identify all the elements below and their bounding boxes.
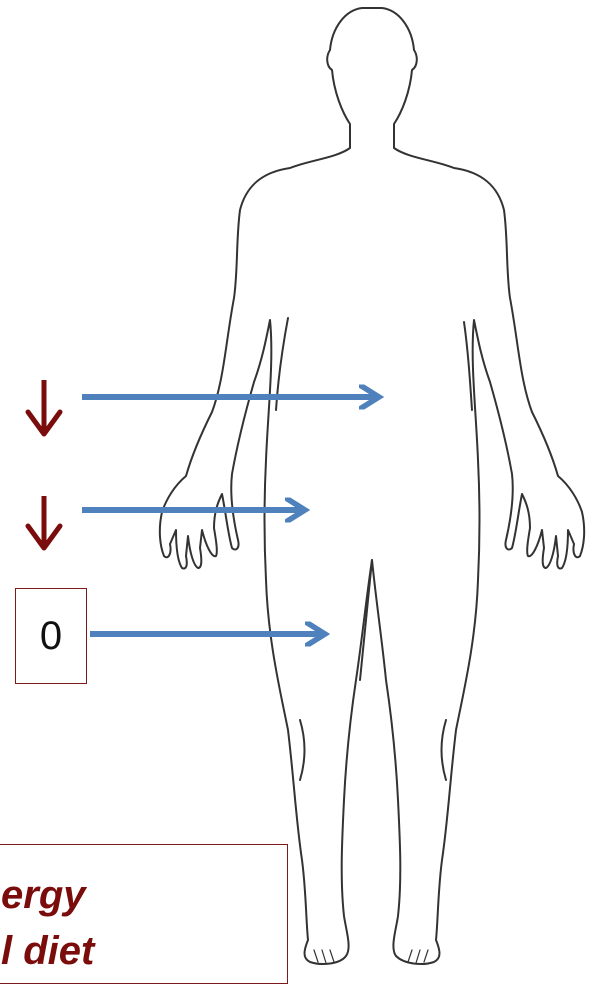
down-arrow-icon <box>28 380 60 434</box>
value-box: 0 <box>15 588 87 684</box>
human-body-icon <box>160 8 584 964</box>
down-arrow-icon <box>28 496 60 548</box>
caption-line-1: ergy <box>1 875 86 915</box>
caption-box: ergy l diet <box>0 844 288 984</box>
value-text: 0 <box>40 614 62 659</box>
caption-line-2: l diet <box>1 931 94 971</box>
